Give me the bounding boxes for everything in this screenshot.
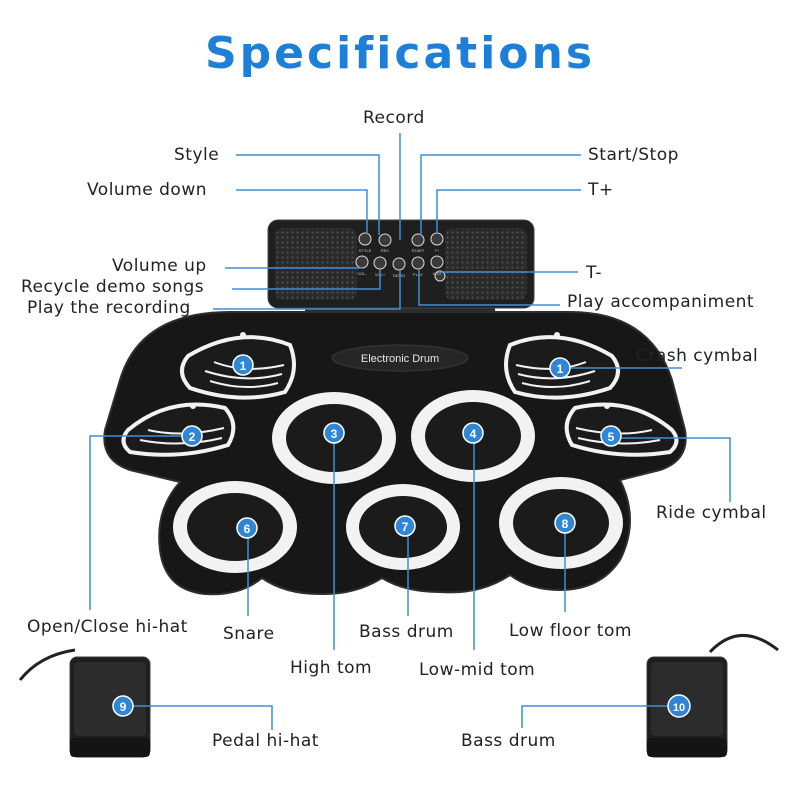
svg-text:1: 1: [240, 359, 247, 373]
badge-1-left: 1: [232, 354, 254, 376]
speaker-grille-left: [275, 228, 357, 300]
badge-5: 5: [600, 425, 622, 447]
accompaniment-button[interactable]: [430, 255, 444, 269]
label-t-minus: T-: [586, 263, 602, 283]
ride-cymbal-pad[interactable]: [564, 402, 679, 457]
label-snare: Snare: [223, 624, 275, 644]
volume-down-button[interactable]: [355, 255, 369, 269]
label-record: Record: [363, 108, 425, 128]
svg-text:1: 1: [557, 362, 564, 376]
label-recycle-demo: Recycle demo songs: [21, 277, 205, 297]
badge-10: 10: [667, 694, 691, 718]
label-bass-drum-pad: Bass drum: [359, 622, 454, 642]
callout-lines: [89, 133, 731, 730]
hihat-pedal[interactable]: [69, 656, 151, 758]
style-button[interactable]: [358, 232, 372, 246]
label-low-mid-tom: Low-mid tom: [419, 660, 536, 680]
badges: 1 1 2 3 4 5 6 7 8 9 10: [112, 354, 691, 718]
svg-text:9: 9: [120, 700, 127, 714]
badge-4: 4: [462, 422, 484, 444]
t-plus-button[interactable]: [430, 232, 444, 246]
badge-7: 7: [394, 515, 416, 537]
label-crash-cymbal: Crash cymbal: [636, 346, 759, 366]
pedal-cable-right: [708, 634, 779, 654]
label-pedal-hihat: Pedal hi-hat: [212, 731, 319, 751]
svg-text:2: 2: [189, 430, 196, 444]
badge-9: 9: [112, 695, 134, 717]
label-bass-drum-pedal: Bass drum: [461, 731, 556, 751]
svg-text:8: 8: [562, 517, 569, 531]
label-open-close-hihat: Open/Close hi-hat: [27, 617, 188, 637]
btn-label-demo: DEMO: [393, 273, 405, 278]
page-title: Specifications: [204, 28, 596, 79]
btn-label-tplus: T+: [435, 248, 440, 253]
logo-plate: [331, 344, 469, 372]
hihat-pad[interactable]: [121, 402, 236, 457]
btn-label-rec: REC: [381, 248, 390, 253]
label-play-accompaniment: Play accompaniment: [567, 292, 755, 312]
svg-text:4: 4: [470, 427, 477, 441]
label-low-floor-tom: Low floor tom: [509, 621, 632, 641]
btn-label-acc: ACC: [433, 271, 442, 276]
play-button[interactable]: [411, 256, 425, 270]
label-ride-cymbal: Ride cymbal: [656, 503, 767, 523]
btn-label-style: STYLE: [359, 248, 372, 253]
badge-6: 6: [236, 517, 258, 539]
btn-label-play: PLAY: [413, 272, 423, 277]
speaker-grille-right: [445, 228, 527, 300]
badge-8: 8: [554, 512, 576, 534]
svg-text:6: 6: [244, 522, 251, 536]
btn-label-start: START: [412, 248, 425, 253]
t-minus-button[interactable]: [434, 270, 446, 282]
demo-button[interactable]: [392, 257, 406, 271]
btn-label-vol-minus: VOL-: [357, 271, 367, 276]
svg-text:3: 3: [331, 427, 338, 441]
svg-text:10: 10: [673, 702, 685, 714]
svg-text:7: 7: [402, 520, 409, 534]
pedal-cable-left: [18, 648, 76, 681]
device-label: Electronic Drum: [361, 353, 439, 365]
volume-up-button[interactable]: [373, 256, 387, 270]
label-volume-up: Volume up: [112, 256, 207, 276]
label-start-stop: Start/Stop: [588, 145, 679, 165]
label-play-recording: Play the recording: [27, 298, 191, 318]
start-stop-button[interactable]: [411, 233, 425, 247]
label-volume-down: Volume down: [87, 180, 208, 200]
badge-1-right: 1: [549, 357, 571, 379]
control-buttons: STYLE REC START T+ VOL- VOL+ DEMO PLAY A…: [355, 232, 446, 282]
badge-2: 2: [181, 425, 203, 447]
label-t-plus: T+: [588, 180, 614, 200]
badge-3: 3: [323, 422, 345, 444]
record-button[interactable]: [378, 233, 392, 247]
label-style: Style: [174, 145, 220, 165]
label-high-tom: High tom: [290, 658, 373, 678]
svg-text:5: 5: [608, 430, 615, 444]
snare-pad[interactable]: [173, 481, 297, 573]
